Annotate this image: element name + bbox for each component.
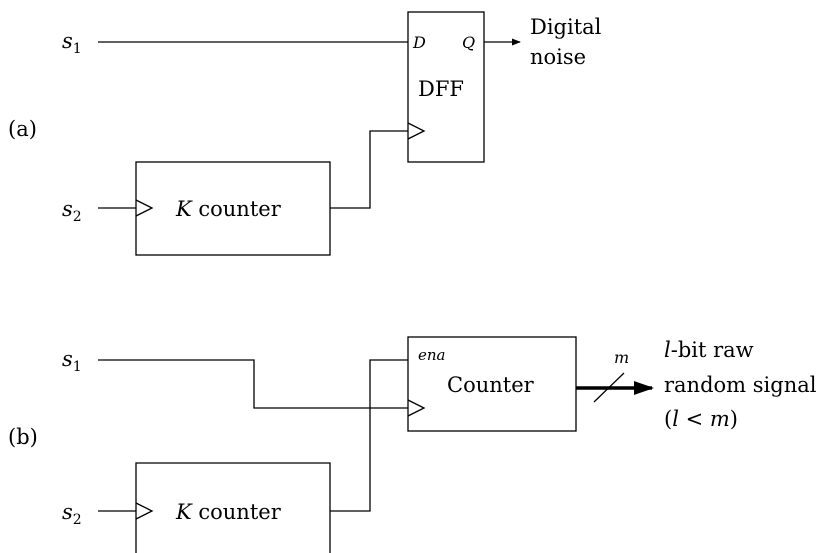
output-noise: noise — [530, 45, 586, 69]
counter-ena-pin: ena — [418, 346, 445, 364]
bus-width-slash — [593, 372, 625, 403]
part-a-label: (a) — [8, 117, 37, 141]
part-a-k-to-dff-wire — [330, 130, 408, 209]
dff-clock-triangle — [407, 122, 426, 140]
counter-clock-triangle — [407, 399, 426, 417]
dff-d-pin: D — [412, 33, 426, 52]
part-b-k-to-ena-wire — [330, 359, 408, 512]
part-b-k-counter-label: K counter — [175, 500, 282, 524]
counter-name: Counter — [447, 373, 535, 397]
part-b-s1-label: s1 — [62, 347, 82, 375]
bus-width-label: m — [614, 348, 629, 367]
part-a-k-counter-label: K counter — [175, 197, 282, 221]
counter-block — [407, 336, 577, 432]
output-line-3: (l < m) — [664, 407, 738, 431]
part-a-k-counter-clock-triangle — [135, 199, 154, 217]
output-line-1: l-bit raw — [664, 338, 754, 362]
part-b-s1-wire — [98, 359, 408, 409]
part-b-s2-label: s2 — [62, 500, 82, 528]
dff-name: DFF — [418, 77, 464, 101]
dff-block — [407, 11, 485, 163]
part-b-k-counter-clock-triangle — [135, 502, 154, 520]
output-digital: Digital — [530, 15, 602, 39]
part-b-k-counter-block — [135, 462, 331, 553]
output-line-2: random signal — [664, 373, 817, 397]
part-a-s1-label: s1 — [62, 29, 82, 57]
part-a-s2-label: s2 — [62, 197, 82, 225]
dff-q-pin: Q — [462, 33, 475, 52]
part-b-label: (b) — [8, 425, 38, 449]
